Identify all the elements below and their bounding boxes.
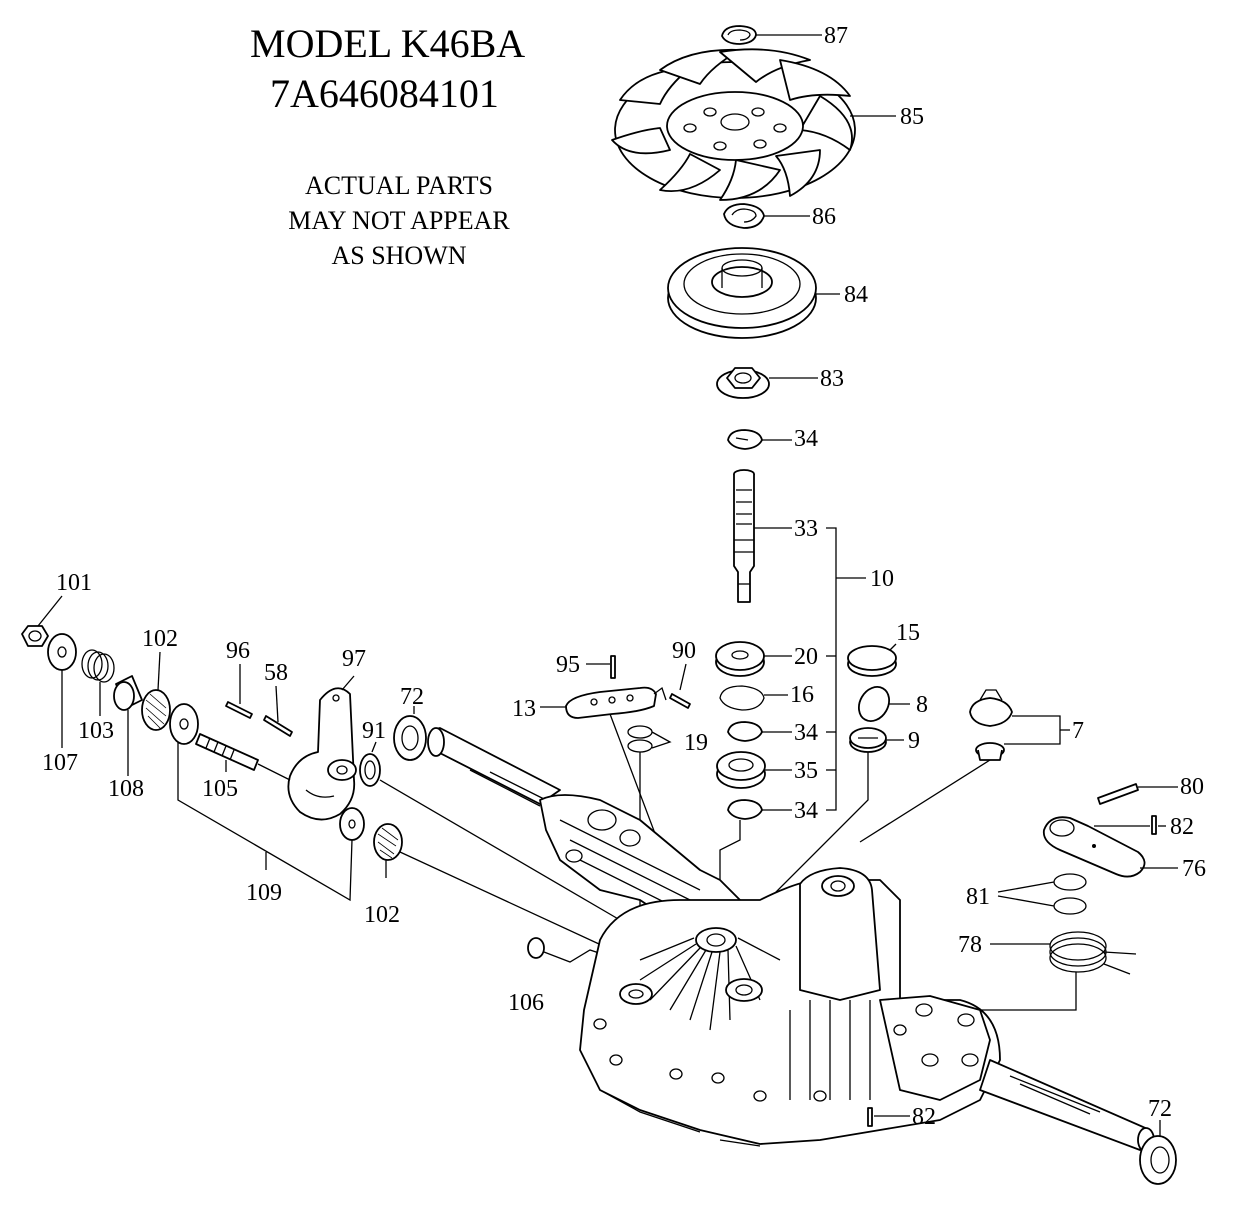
callout-72-left: 72 <box>400 684 424 710</box>
part-86-adapter <box>723 203 765 229</box>
callout-109: 109 <box>246 880 282 906</box>
callout-107: 107 <box>42 750 78 776</box>
part-58-pin <box>263 715 293 737</box>
part-9-washer <box>849 727 887 753</box>
note-line: ACTUAL PARTS <box>305 171 493 200</box>
disclaimer-note: ACTUAL PARTS MAY NOT APPEAR AS SHOWN <box>258 168 540 273</box>
callout-90: 90 <box>672 638 696 664</box>
callout-86: 86 <box>812 204 836 230</box>
callout-95: 95 <box>556 652 580 678</box>
callout-20: 20 <box>794 644 818 670</box>
part-102-friction-pad <box>373 823 403 861</box>
callout-58: 58 <box>264 660 288 686</box>
callout-34-top: 34 <box>794 426 818 452</box>
part-13-arm <box>565 686 667 719</box>
callout-97: 97 <box>342 646 366 672</box>
part-87-retaining-ring <box>721 25 757 45</box>
model-title: MODEL K46BA <box>250 21 526 66</box>
part-8-disc <box>858 686 890 722</box>
part-20-washer <box>715 641 765 677</box>
part-78-spring <box>1049 931 1137 975</box>
callout-72-right: 72 <box>1148 1096 1172 1122</box>
part-34-e-ring <box>727 721 763 742</box>
part-109-washer <box>339 807 365 841</box>
part-96-pin <box>225 701 253 719</box>
callout-15: 15 <box>896 620 920 646</box>
callout-9: 9 <box>908 728 920 754</box>
callout-102-top: 102 <box>142 626 178 652</box>
callout-106: 106 <box>508 990 544 1016</box>
callout-83: 83 <box>820 366 844 392</box>
part-103-spring <box>81 649 115 683</box>
part-72-seal <box>393 715 427 761</box>
callout-96: 96 <box>226 638 250 664</box>
part-83-nut <box>716 367 770 399</box>
part-101-nut <box>21 625 49 647</box>
callout-82-right: 82 <box>1170 814 1194 840</box>
part-82-pin <box>867 1107 873 1127</box>
part-80-pin <box>1097 783 1139 805</box>
callout-103: 103 <box>78 718 114 744</box>
part-35-bearing <box>716 751 766 789</box>
callout-19: 19 <box>684 730 708 756</box>
callout-76: 76 <box>1182 856 1206 882</box>
part-85-cooling-fan <box>611 48 856 201</box>
part-95-pin <box>610 655 616 679</box>
part-107-washer <box>47 633 77 671</box>
callout-82-lower: 82 <box>912 1104 936 1130</box>
part-76-lever <box>1042 816 1146 878</box>
note-line: MAY NOT APPEAR <box>288 206 510 235</box>
callout-108: 108 <box>108 776 144 802</box>
part-number: 7A646084101 <box>270 71 499 116</box>
callout-84: 84 <box>844 282 868 308</box>
callout-101: 101 <box>56 570 92 596</box>
note-line: AS SHOWN <box>331 241 467 270</box>
callout-105: 105 <box>202 776 238 802</box>
transaxle-housing <box>427 727 1155 1153</box>
callout-8: 8 <box>916 692 928 718</box>
callout-35: 35 <box>794 758 818 784</box>
callout-34-mid: 34 <box>794 720 818 746</box>
callout-87: 87 <box>824 23 848 49</box>
part-19-o-rings <box>627 725 653 753</box>
part-16-snap-ring <box>719 685 765 711</box>
part-34-e-ring <box>727 799 763 820</box>
part-81-o-rings <box>1053 873 1087 915</box>
callout-102-bottom: 102 <box>364 902 400 928</box>
part-34-e-ring <box>727 429 763 450</box>
callout-34-low: 34 <box>794 798 818 824</box>
part-72-seal <box>1139 1135 1177 1185</box>
callout-13: 13 <box>512 696 536 722</box>
callout-85: 85 <box>900 104 924 130</box>
part-82-pin <box>1151 815 1157 835</box>
callout-10: 10 <box>870 566 894 592</box>
callout-33: 33 <box>794 516 818 542</box>
part-102-friction-pad <box>141 689 171 731</box>
part-90-pin <box>669 693 691 709</box>
callout-7: 7 <box>1072 718 1084 744</box>
part-33-input-shaft <box>733 469 755 603</box>
part-109-washer <box>169 703 199 745</box>
callout-91: 91 <box>362 718 386 744</box>
part-15-cap <box>847 645 897 677</box>
part-105-bolt <box>195 733 259 771</box>
part-7-valve <box>969 689 1013 761</box>
part-97-bypass-arm <box>287 687 357 821</box>
part-108-bushing <box>113 675 143 711</box>
callout-16: 16 <box>790 682 814 708</box>
part-84-pulley <box>667 247 817 339</box>
part-106-plug <box>527 937 545 959</box>
callout-81: 81 <box>966 884 990 910</box>
callout-80: 80 <box>1180 774 1204 800</box>
callout-78: 78 <box>958 932 982 958</box>
part-91-seal <box>359 753 381 787</box>
